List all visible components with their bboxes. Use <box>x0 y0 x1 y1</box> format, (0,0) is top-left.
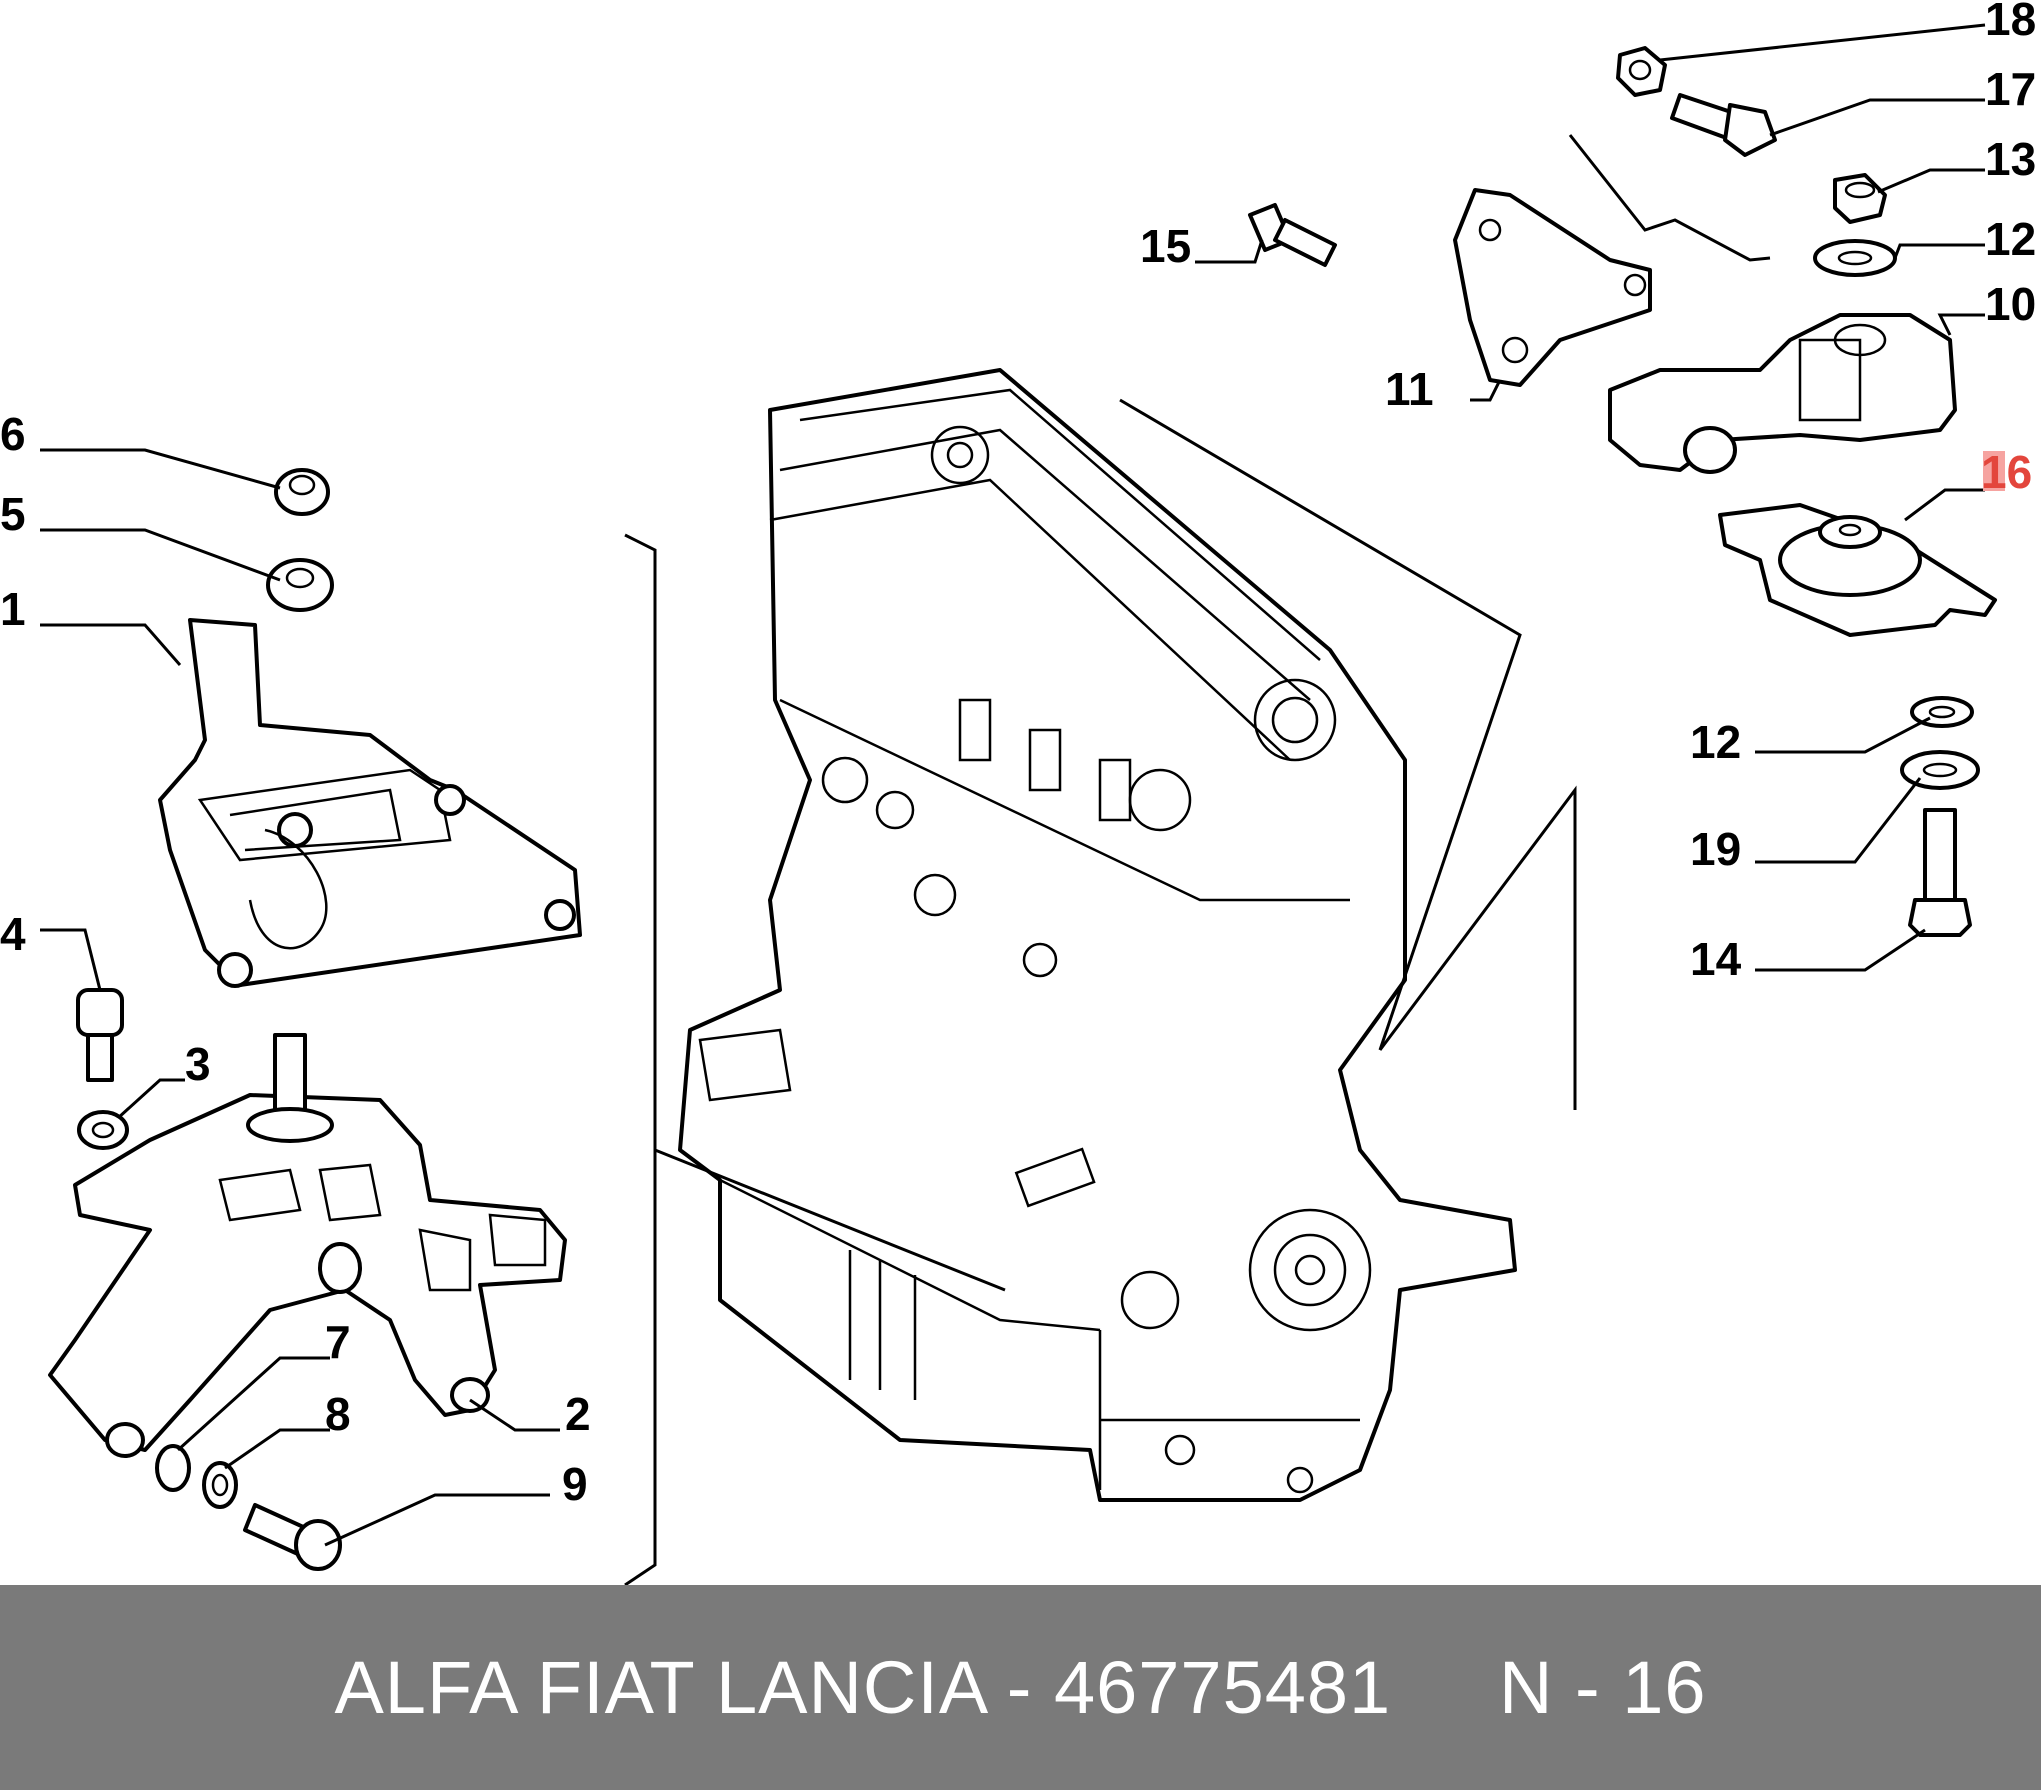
callout-7: 7 <box>325 1316 351 1368</box>
callout-9: 9 <box>562 1458 588 1510</box>
callout-8: 8 <box>325 1388 351 1440</box>
callout-10: 10 <box>1985 278 2036 330</box>
leader-lines <box>40 23 1986 1547</box>
callout-12-bottom: 12 <box>1690 716 1741 768</box>
bolt-part-4 <box>76 988 124 1082</box>
washer-part-12-top <box>1813 239 1897 277</box>
washer-part-3 <box>77 1110 129 1150</box>
mount-bracket-part-2 <box>48 1033 567 1458</box>
footer-brand: ALFA FIAT LANCIA <box>334 1646 986 1729</box>
mount-bracket-part-1 <box>158 618 582 988</box>
exploded-parts-diagram: 6 5 1 4 3 7 8 9 2 15 11 18 17 13 12 10 1… <box>0 0 2036 1585</box>
nut-part-6 <box>274 468 330 516</box>
engine-bracket-right-lower <box>1378 785 1577 1110</box>
footer-position-ref: N - 16 <box>1499 1646 1707 1729</box>
bolt-part-9 <box>243 1503 342 1571</box>
mount-part-10 <box>1608 313 1957 474</box>
leader-line-11-top <box>1568 134 1771 262</box>
callout-15: 15 <box>1140 220 1191 272</box>
footer-separator: - <box>1006 1646 1033 1729</box>
washer-part-8 <box>202 1461 238 1509</box>
washer-part-5 <box>266 558 334 612</box>
bracket-part-11 <box>1453 188 1652 387</box>
footer-part-number: 46775481 <box>1053 1646 1392 1729</box>
callout-1: 1 <box>0 583 26 635</box>
footer-caption: ALFA FIAT LANCIA - 46775481 N - 16 <box>334 1645 1706 1730</box>
callout-13: 13 <box>1985 133 2036 185</box>
callout-17: 17 <box>1985 63 2036 115</box>
callout-2: 2 <box>565 1388 591 1440</box>
engine-bracket-right-upper <box>1119 398 1522 1051</box>
callout-6: 6 <box>0 408 26 460</box>
bolt-part-14 <box>1908 808 1972 937</box>
engine-bracket-left-bottom <box>654 1148 1006 1292</box>
callout-16-highlight <box>1983 451 2005 491</box>
callout-12-top: 12 <box>1985 213 2036 265</box>
callout-19: 19 <box>1690 823 1741 875</box>
bolt-part-17 <box>1670 93 1777 157</box>
footer-bar: ALFA FIAT LANCIA - 46775481 N - 16 <box>0 1585 2041 1790</box>
callout-labels: 6 5 1 4 3 7 8 9 2 15 11 18 17 13 12 10 1… <box>0 0 2036 1510</box>
nut-part-13 <box>1833 173 1887 224</box>
bolt-part-15 <box>1248 203 1337 267</box>
engine-block-drawing <box>678 368 1517 1502</box>
mount-pad-part-16[interactable] <box>1718 503 1997 637</box>
callout-11: 11 <box>1385 363 1434 415</box>
callout-3: 3 <box>185 1038 211 1090</box>
callout-14: 14 <box>1690 933 1742 985</box>
callout-18: 18 <box>1985 0 2036 45</box>
washer-part-19 <box>1900 750 1980 790</box>
callout-16: 16 <box>1981 446 2032 498</box>
nut-part-18 <box>1616 46 1667 97</box>
spring-washer-part-7 <box>155 1444 191 1492</box>
engine-bracket-left-top <box>624 533 657 1585</box>
callout-4: 4 <box>0 908 26 960</box>
callout-5: 5 <box>0 488 26 540</box>
